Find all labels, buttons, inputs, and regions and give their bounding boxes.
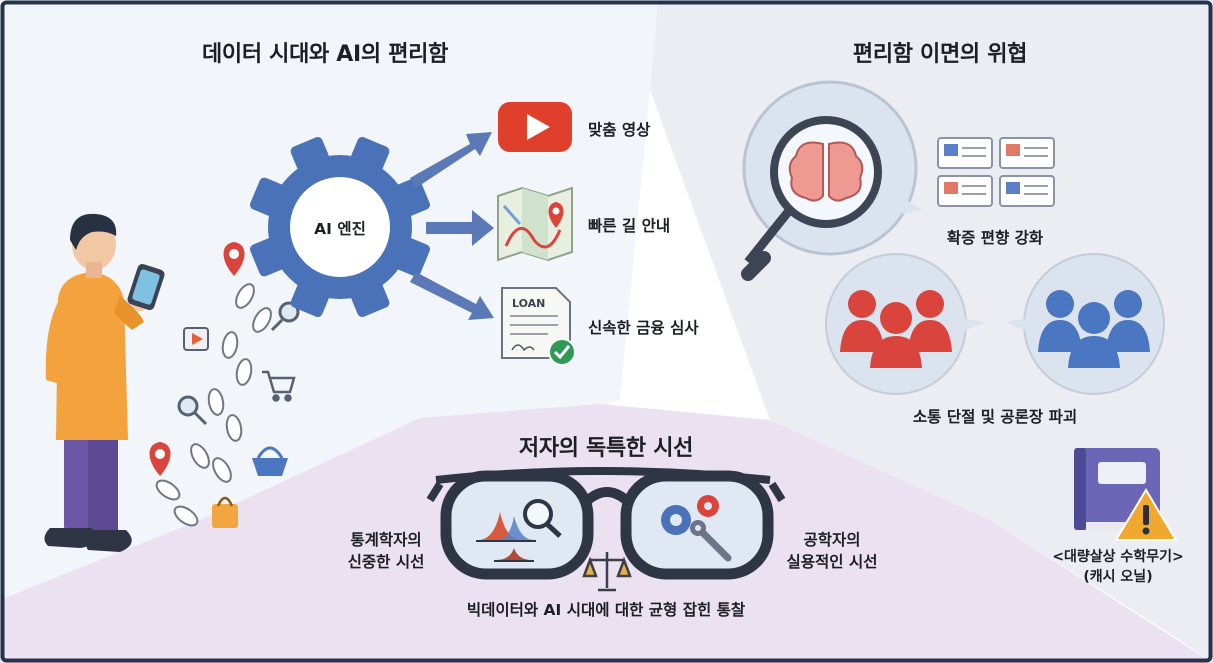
scale-icon — [582, 552, 632, 592]
balanced-insight-label: 빅데이터와 AI 시대에 대한 균형 잡힌 통찰 — [466, 601, 746, 619]
wrench-icon — [690, 520, 732, 562]
ai-engine-label: AI 엔진 — [314, 220, 366, 238]
person-icon — [44, 213, 149, 552]
gear-icon — [250, 137, 430, 317]
video-icon — [183, 327, 209, 351]
brain-icon — [788, 141, 864, 202]
bag-icon — [212, 496, 238, 528]
basket-icon — [252, 446, 288, 476]
convenience-section-title: 데이터 시대와 AI의 편리함 — [201, 42, 449, 67]
warning-icon — [1114, 488, 1178, 541]
book-author-label: (캐시 오닐) — [1083, 569, 1153, 585]
people-group-icon — [825, 253, 1165, 395]
engineer-view-line2: 실용적인 시선 — [786, 553, 878, 571]
threat-label-bias: 확증 편향 강화 — [946, 229, 1044, 247]
statistician-view-line2: 신중한 시선 — [347, 553, 425, 571]
threats-section-title: 편리함 이면의 위협 — [852, 42, 1028, 67]
statistician-view-line1: 통계학자의 — [350, 531, 422, 549]
phone-icon — [127, 264, 165, 310]
engineer-view-line1: 공학자의 — [803, 531, 861, 549]
threat-label-disconnection: 소통 단절 및 공론장 파괴 — [912, 408, 1078, 426]
book-title-label: <대량살상 수학무기> — [1052, 549, 1184, 565]
output-label-route: 빠른 길 안내 — [588, 217, 671, 235]
cart-icon — [262, 370, 296, 402]
output-label-video: 맞춤 영상 — [588, 121, 651, 139]
arrow-icons — [410, 132, 494, 320]
youtube-icon — [498, 102, 572, 152]
footprint-icon — [155, 283, 272, 527]
bell-curve-icon — [476, 499, 562, 562]
loan-document-icon: LOAN — [501, 287, 571, 359]
perspective-section-title: 저자의 독특한 시선 — [518, 436, 694, 461]
loan-doc-label: LOAN — [512, 297, 545, 310]
location-pin-icon — [149, 242, 245, 476]
magnifier-icon — [177, 301, 300, 426]
output-label-finance: 신속한 금융 심사 — [588, 319, 699, 337]
map-icon — [497, 186, 573, 262]
news-cards-icon — [937, 137, 1055, 207]
check-icon — [548, 338, 576, 366]
gear-small-icons — [661, 495, 719, 535]
